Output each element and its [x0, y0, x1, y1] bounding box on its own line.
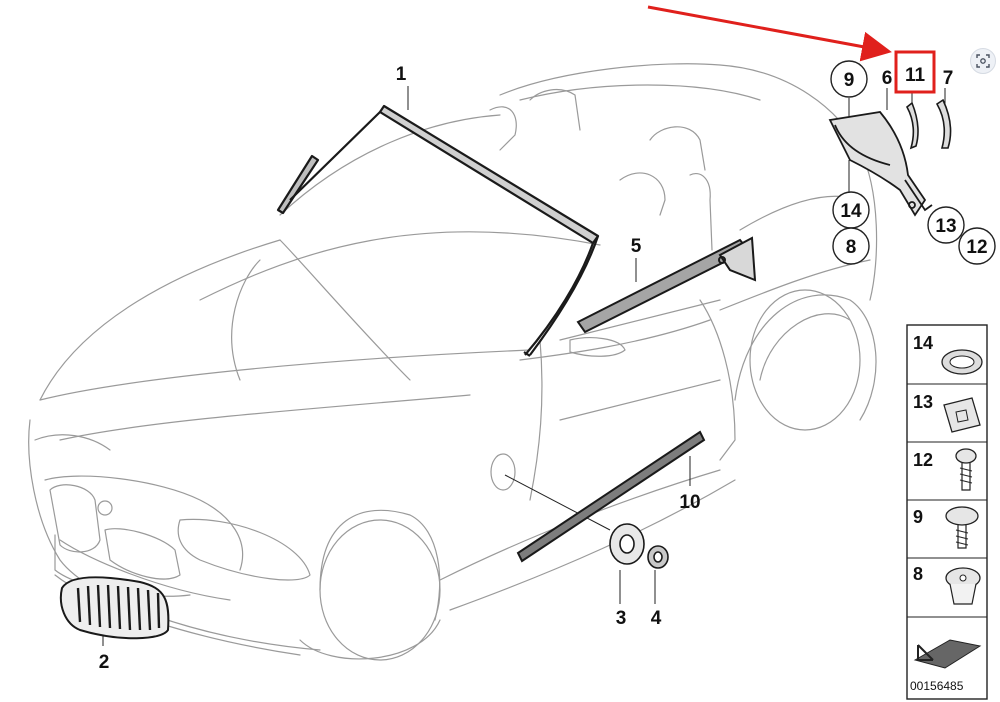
- callout-10: 10: [679, 492, 700, 513]
- callout-5: 5: [631, 236, 642, 257]
- part-kidney-grille: [60, 576, 170, 640]
- part-window-seal: [576, 236, 757, 334]
- callout-7: 7: [943, 68, 954, 89]
- svg-text:6: 6: [882, 68, 893, 89]
- callout-6: 6: [882, 68, 893, 89]
- svg-text:12: 12: [913, 450, 933, 470]
- annotation-arrow: [647, 5, 892, 62]
- svg-text:11: 11: [905, 65, 926, 86]
- svg-text:4: 4: [651, 608, 662, 629]
- svg-text:9: 9: [913, 507, 923, 527]
- callout-11-highlight: 11: [894, 50, 936, 94]
- callout-4: 4: [651, 608, 662, 629]
- scan-icon[interactable]: [970, 48, 996, 74]
- svg-text:13: 13: [913, 392, 933, 412]
- legend-item-12: 12: [913, 448, 977, 491]
- svg-text:13: 13: [935, 216, 956, 237]
- svg-text:2: 2: [99, 652, 110, 673]
- catalog-number: 00156485: [910, 679, 964, 693]
- svg-text:5: 5: [631, 236, 642, 257]
- svg-text:12: 12: [966, 237, 987, 258]
- svg-text:8: 8: [913, 564, 923, 584]
- part-small-seal: [647, 545, 669, 569]
- svg-text:14: 14: [913, 333, 933, 353]
- svg-text:10: 10: [679, 492, 700, 513]
- legend-arrow-symbol: [913, 639, 982, 669]
- svg-text:9: 9: [844, 70, 855, 91]
- part-windshield-trim: [276, 104, 600, 357]
- leader-lines: [102, 86, 946, 646]
- svg-text:8: 8: [846, 237, 857, 258]
- callout-8-circle: 8: [832, 227, 870, 265]
- callout-1: 1: [396, 64, 407, 85]
- legend-item-13: 13: [913, 392, 981, 433]
- part-b-pillar-trim: [828, 111, 933, 217]
- callout-14-circle: 14: [832, 191, 870, 229]
- callout-9-circle: 9: [830, 60, 868, 98]
- callout-2: 2: [99, 652, 110, 673]
- svg-text:14: 14: [840, 201, 862, 222]
- svg-text:3: 3: [616, 608, 627, 629]
- part-ring-cover: [609, 523, 645, 565]
- svg-text:7: 7: [943, 68, 954, 89]
- part-small-trims: [905, 98, 952, 150]
- legend-item-14: 14: [913, 333, 983, 375]
- svg-text:1: 1: [396, 64, 407, 85]
- legend-item-9: 9: [913, 506, 979, 549]
- callout-13-circle: 13: [927, 206, 965, 244]
- callout-12-circle: 12: [958, 227, 996, 265]
- part-sill-strip: [516, 430, 706, 563]
- svg-text:00156485: 00156485: [910, 679, 964, 693]
- legend-panel: 14 13 12 9 8: [906, 324, 988, 700]
- legend-item-8: 8: [913, 564, 981, 605]
- callout-3: 3: [616, 608, 627, 629]
